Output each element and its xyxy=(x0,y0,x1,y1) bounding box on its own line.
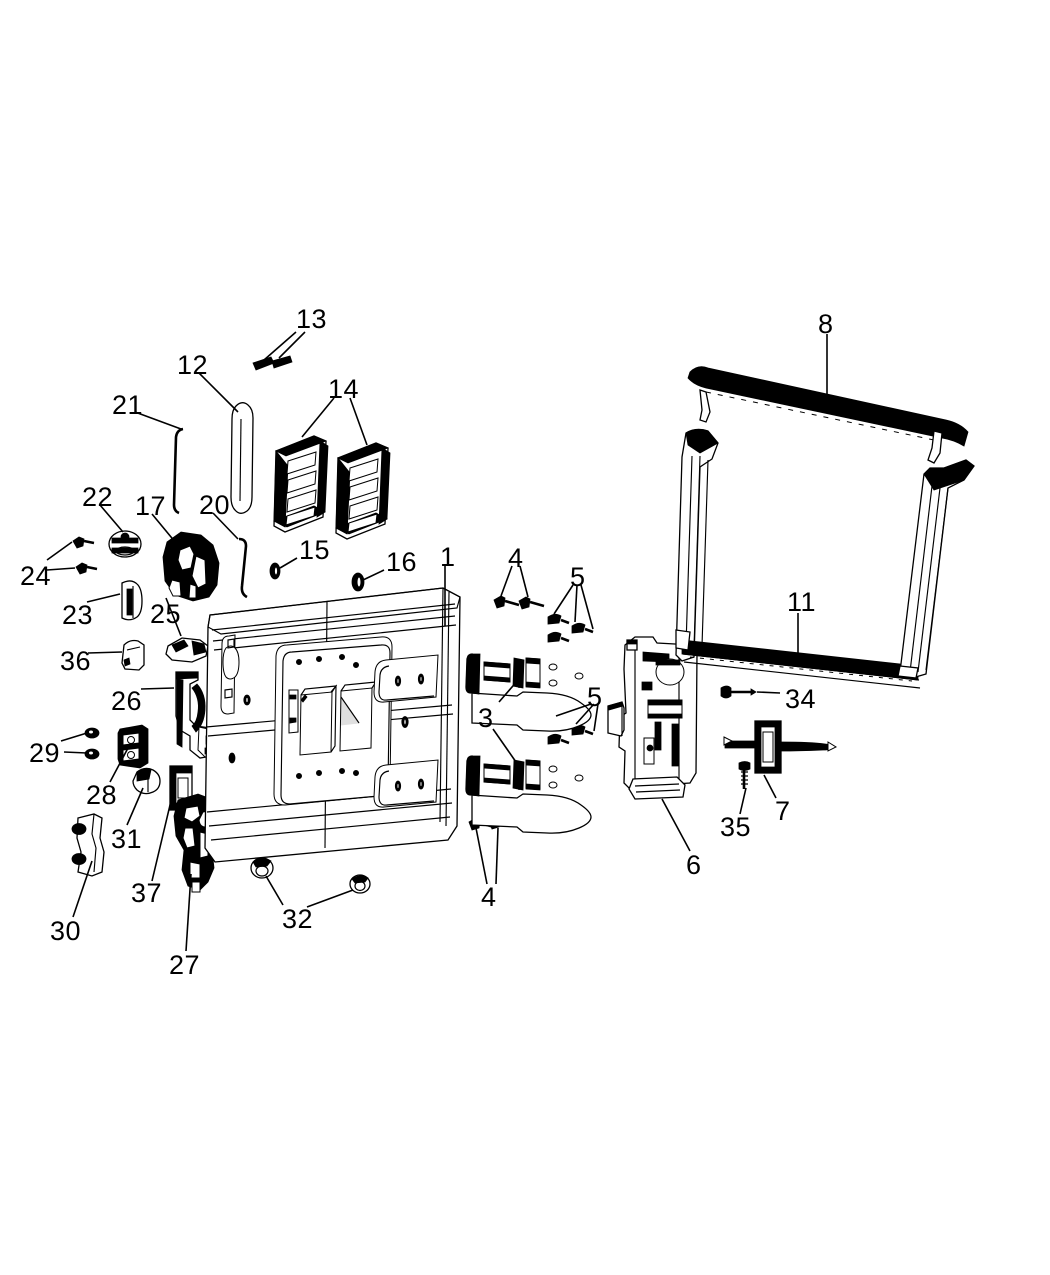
part-15-bushing xyxy=(269,562,281,580)
part-30-striker-plate xyxy=(71,813,105,877)
part-1-gate-panel xyxy=(204,587,461,863)
part-7-check-arm xyxy=(723,720,838,774)
callout-24[interactable]: 24 xyxy=(20,561,52,591)
callout-16[interactable]: 16 xyxy=(386,547,418,577)
callout-4-lower[interactable]: 4 xyxy=(481,882,497,912)
callout-15[interactable]: 15 xyxy=(299,535,331,565)
callout-4-upper[interactable]: 4 xyxy=(508,543,524,573)
part-25-bracket xyxy=(165,637,209,663)
part-22-grommet xyxy=(108,530,142,558)
part-29-nuts xyxy=(84,727,100,760)
part-32-nuts xyxy=(250,857,371,894)
callout-36[interactable]: 36 xyxy=(60,646,92,676)
callout-3[interactable]: 3 xyxy=(478,703,494,733)
callout-35[interactable]: 35 xyxy=(720,812,752,842)
callout-13[interactable]: 13 xyxy=(296,304,328,334)
callout-12[interactable]: 12 xyxy=(177,350,209,380)
part-21-rod xyxy=(172,427,184,515)
part-16-bushing xyxy=(351,572,365,592)
part-3-hinge-lower xyxy=(465,755,592,834)
part-6-hinge-pillar-bracket xyxy=(607,636,698,800)
callout-25[interactable]: 25 xyxy=(150,599,182,629)
part-23-u-clip xyxy=(121,580,143,621)
callout-22[interactable]: 22 xyxy=(82,482,114,512)
callout-37[interactable]: 37 xyxy=(131,878,163,908)
part-28-striker-bracket xyxy=(117,724,149,769)
part-3-hinge-upper xyxy=(465,653,592,732)
part-14-vent-grille-right xyxy=(334,442,391,540)
callout-21[interactable]: 21 xyxy=(112,390,144,420)
callout-6[interactable]: 6 xyxy=(686,850,702,880)
part-35-screw xyxy=(738,761,751,789)
callout-14[interactable]: 14 xyxy=(328,374,360,404)
callout-5-upper[interactable]: 5 xyxy=(570,562,586,592)
callout-23[interactable]: 23 xyxy=(62,600,94,630)
callout-30[interactable]: 30 xyxy=(50,916,82,946)
part-31-bumper-stop xyxy=(132,767,161,795)
leader-lines xyxy=(46,331,828,952)
part-36-cover-cap xyxy=(121,639,145,671)
callout-11[interactable]: 11 xyxy=(787,587,817,617)
callout-1[interactable]: 1 xyxy=(440,542,456,572)
callout-31[interactable]: 31 xyxy=(111,824,143,854)
callout-20[interactable]: 20 xyxy=(199,490,231,520)
callout-7[interactable]: 7 xyxy=(775,796,791,826)
part-12-seal-strip xyxy=(230,402,254,514)
callout-5-lower[interactable]: 5 xyxy=(587,682,603,712)
callout-28[interactable]: 28 xyxy=(86,780,118,810)
part-13-clips xyxy=(252,355,293,371)
callout-8[interactable]: 8 xyxy=(818,309,834,339)
part-24-screws xyxy=(72,536,98,575)
part-34-screw xyxy=(720,685,757,699)
part-5-clips-upper xyxy=(547,613,594,643)
part-17-latch-assembly xyxy=(162,531,220,602)
callout-27[interactable]: 27 xyxy=(169,950,201,980)
part-14-vent-grille-left xyxy=(272,435,329,533)
part-11-weatherstrip-frame xyxy=(675,428,975,689)
callout-34[interactable]: 34 xyxy=(785,684,817,714)
callout-26[interactable]: 26 xyxy=(111,686,143,716)
callout-17[interactable]: 17 xyxy=(135,491,167,521)
part-4-bolts-upper xyxy=(493,595,545,610)
part-20-link-rod xyxy=(238,537,248,599)
part-8-upper-cross-member xyxy=(687,366,969,464)
callout-32[interactable]: 32 xyxy=(282,904,314,934)
callout-29[interactable]: 29 xyxy=(29,738,61,768)
